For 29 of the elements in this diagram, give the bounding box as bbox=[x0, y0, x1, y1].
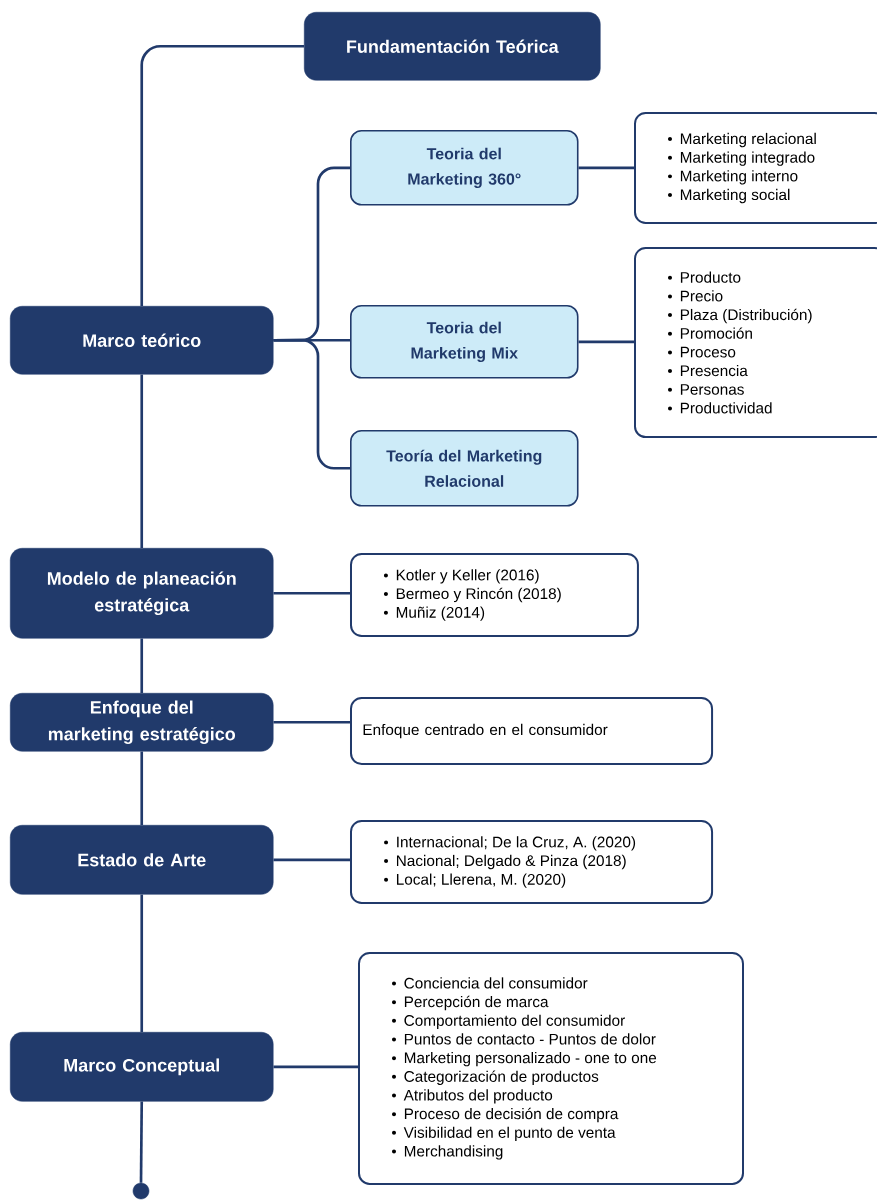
dark-heading-box: Estado de Arte bbox=[10, 825, 274, 895]
dark-heading-box: Marco Conceptual bbox=[10, 1032, 274, 1102]
connector-line bbox=[273, 720, 350, 724]
connector-line bbox=[578, 166, 634, 170]
connector-line bbox=[578, 340, 634, 344]
dark-heading-box: Marco teórico bbox=[10, 306, 274, 375]
end-dot bbox=[132, 1182, 150, 1200]
text-box: Enfoque centrado en el consumidor bbox=[350, 697, 714, 765]
theory-box: Teoria del Marketing 360° bbox=[350, 130, 579, 206]
connector-line bbox=[273, 591, 350, 595]
dark-heading-box: Fundamentación Teórica bbox=[304, 12, 601, 81]
connector-line bbox=[273, 858, 350, 862]
bullet-list-box: Producto Precio Plaza (Distribución) Promoción Proceso Presencia Personas Productividad bbox=[634, 247, 877, 439]
bullet-list-box: Kotler y Keller (2016) Bermeo y Rincón (2018) Muñiz (2014) bbox=[350, 553, 639, 637]
theory-box: Teoria del Marketing Mix bbox=[350, 305, 579, 379]
connector-line bbox=[140, 751, 144, 825]
connector-line bbox=[140, 638, 144, 693]
connector-line bbox=[139, 1101, 144, 1183]
theory-box: Teoría del Marketing Relacional bbox=[350, 430, 579, 507]
dark-heading-box: Enfoque del marketing estratégico bbox=[10, 693, 274, 752]
connector-line bbox=[273, 338, 350, 470]
bullet-list-box: Internacional; De la Cruz, A. (2020) Nacional; Delgado & Pinza (2018) Local; Llerena, M. (2020) bbox=[350, 820, 714, 904]
connector-line bbox=[140, 374, 144, 548]
connector-line bbox=[140, 894, 144, 1032]
connector-line bbox=[140, 44, 304, 306]
connector-line bbox=[273, 1065, 358, 1069]
bullet-list-box: Conciencia del consumidor Percepción de marca Comportamiento del consumidor Puntos de contacto - Puntos de dolor Marketing personalizado - one to one Categorización de productos Atributos del producto Proceso de decisión de compra Visibilidad en el punto de venta Merchandising bbox=[358, 952, 744, 1185]
bullet-list-box: Marketing relacional Marketing integrado Marketing interno Marketing social bbox=[634, 112, 877, 224]
dark-heading-box: Modelo de planeación estratégica bbox=[10, 548, 274, 639]
